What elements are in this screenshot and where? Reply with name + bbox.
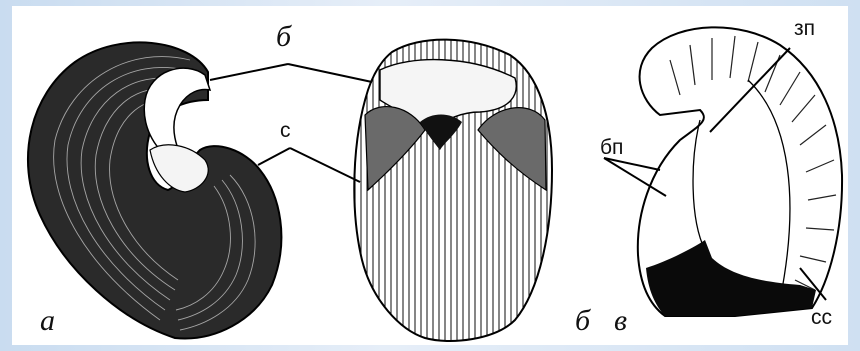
label-c: с (280, 120, 291, 141)
panel-label-a: а (40, 306, 55, 336)
leader-b-a (210, 64, 288, 80)
shell-a (28, 42, 281, 338)
shell-v (638, 27, 842, 316)
label-bp: бп (600, 137, 623, 158)
label-zp: зп (794, 18, 815, 39)
leader-b-b (288, 64, 372, 82)
leader-c-a (258, 148, 290, 165)
panel-label-v: в (614, 306, 627, 336)
label-b-top: б (276, 22, 291, 52)
shell-b (354, 40, 552, 341)
label-ss: сс (811, 307, 832, 328)
leader-c-b (290, 148, 360, 182)
panel-label-b: б (575, 306, 590, 336)
